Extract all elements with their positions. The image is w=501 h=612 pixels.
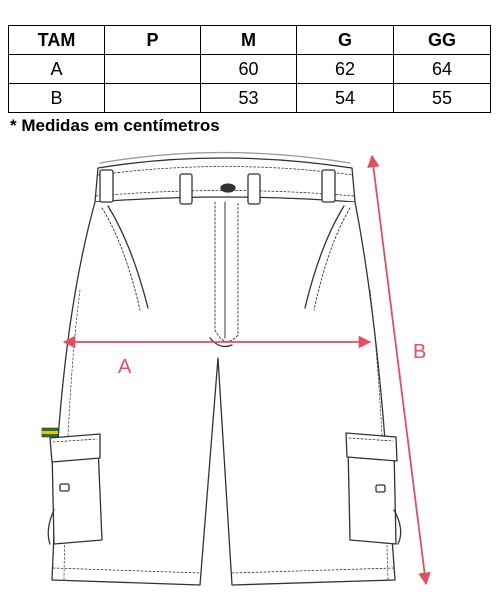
table-row: B 53 54 55 <box>8 83 491 113</box>
dimension-b-arrow <box>367 154 431 586</box>
cell-m: 53 <box>200 83 297 113</box>
brand-tag-stripe <box>42 431 58 434</box>
size-table: TAM P M G GG A 60 62 64 B 53 54 55 <box>8 25 491 113</box>
belt-loop <box>247 173 261 205</box>
header-p: P <box>104 25 201 55</box>
waistband-stitch <box>97 166 354 176</box>
hem-left <box>52 567 202 574</box>
waist-button <box>220 183 236 193</box>
cargo-flap-left <box>49 433 101 463</box>
cell-p <box>104 54 201 84</box>
row-label: A <box>8 54 105 84</box>
cargo-flap-left-stitch <box>52 438 98 443</box>
pocket-right-edge <box>304 205 345 309</box>
belt-loop <box>179 173 193 205</box>
pocket-left-edge <box>107 205 149 309</box>
hem-right <box>231 567 395 574</box>
dimension-a-label: A <box>118 356 132 378</box>
cargo-fold-left <box>47 509 55 545</box>
header-gg: GG <box>393 25 491 55</box>
dimension-b-label: B <box>413 341 426 363</box>
measurement-note: * Medidas em centímetros <box>10 116 220 135</box>
shorts-outline <box>51 201 396 586</box>
cargo-flap-right <box>345 432 398 462</box>
belt-loop <box>321 169 336 203</box>
table-row: A 60 62 64 <box>8 54 491 84</box>
belt-loop <box>99 169 114 203</box>
row-label: B <box>8 83 105 113</box>
cell-p <box>104 83 201 113</box>
cell-m: 60 <box>200 54 297 84</box>
pocket-right <box>313 207 351 311</box>
cell-g: 62 <box>296 54 394 84</box>
header-g: G <box>296 25 394 55</box>
cell-gg: 64 <box>393 54 491 84</box>
waistband-outline <box>94 157 356 203</box>
shorts-diagram: A B <box>0 140 501 612</box>
header-m: M <box>200 25 297 55</box>
shorts-drawing: A B <box>41 151 431 586</box>
waistband-inner <box>99 151 351 164</box>
header-tam: TAM <box>8 25 105 55</box>
cell-gg: 55 <box>393 83 491 113</box>
table-header-row: TAM P M G GG <box>8 25 491 55</box>
cell-g: 54 <box>296 83 394 113</box>
pocket-left <box>101 207 141 311</box>
cargo-snap-left <box>59 483 70 492</box>
